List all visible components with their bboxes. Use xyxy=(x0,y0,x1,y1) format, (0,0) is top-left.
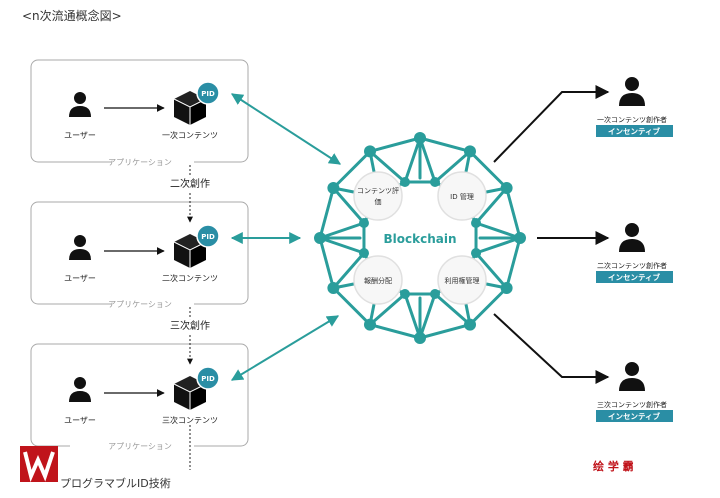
application-label: アプリケーション xyxy=(108,442,172,451)
app-row-1: ユーザー PID 一次コンテンツ xyxy=(64,81,220,140)
app-row-3: ユーザー PID 三次コンテンツ xyxy=(64,366,220,425)
app-row-2: ユーザー PID 二次コンテンツ xyxy=(64,224,220,283)
arrow-to-creator-1 xyxy=(493,85,610,163)
user-icon xyxy=(69,235,91,260)
function-circle xyxy=(353,171,403,221)
function-circle xyxy=(437,171,487,221)
pid-badge: PID xyxy=(196,224,220,248)
link-row-3 xyxy=(230,315,340,381)
content-label: 一次コンテンツ xyxy=(162,130,218,140)
user-icon xyxy=(69,92,91,117)
content-label: 二次コンテンツ xyxy=(162,273,218,283)
creation-label-tertiary: 三次創作 xyxy=(170,319,210,332)
content-label: 三次コンテンツ xyxy=(162,415,218,425)
function-label: 利用権管理 xyxy=(445,276,480,285)
blockchain-label: Blockchain xyxy=(383,232,456,246)
footer-caption: プログラマブルID技術 xyxy=(60,476,171,490)
creator-label: 一次コンテンツ創作者 xyxy=(597,115,667,124)
incentive-label: インセンティブ xyxy=(608,272,661,282)
function-circle xyxy=(437,255,487,305)
application-box-3: アプリケーション xyxy=(30,343,249,453)
function-label: コンテンツ評 xyxy=(357,186,399,195)
application-box-1: アプリケーション xyxy=(30,59,249,169)
application-box-2: アプリケーション xyxy=(30,201,249,311)
creator-icon xyxy=(619,77,645,106)
arrow-to-creator-3 xyxy=(493,313,610,384)
user-label: ユーザー xyxy=(64,131,96,140)
pid-label: PID xyxy=(201,233,215,241)
application-label: アプリケーション xyxy=(108,300,172,309)
application-label: アプリケーション xyxy=(108,158,172,167)
pid-label: PID xyxy=(201,375,215,383)
function-label: 価 xyxy=(375,197,382,206)
pid-label: PID xyxy=(201,90,215,98)
pid-blockchain-links xyxy=(230,93,342,381)
user-label: ユーザー xyxy=(64,416,96,425)
content-cube-icon xyxy=(173,91,207,125)
creator-label: 三次コンテンツ創作者 xyxy=(597,400,667,409)
diagram-title: <n次流通概念図> xyxy=(22,8,122,23)
creator-label: 二次コンテンツ創作者 xyxy=(597,261,667,270)
incentive-label: インセンティブ xyxy=(608,126,661,136)
incentive-badge xyxy=(596,271,673,283)
incentive-badge xyxy=(596,410,673,422)
creator-icon xyxy=(619,223,645,252)
pid-badge: PID xyxy=(196,366,220,390)
incentive-arrows xyxy=(493,85,610,384)
brand-logo xyxy=(20,446,58,483)
incentive-label: インセンティブ xyxy=(608,411,661,421)
user-label: ユーザー xyxy=(64,274,96,283)
user-icon xyxy=(69,377,91,402)
link-row-1 xyxy=(230,93,342,165)
incentive-badge xyxy=(596,125,673,137)
function-circle xyxy=(353,255,403,305)
creation-label-secondary: 二次創作 xyxy=(170,177,210,190)
creator-icon xyxy=(619,362,645,391)
pid-badge: PID xyxy=(196,81,220,105)
watermark: 绘 学 霸 xyxy=(593,459,634,473)
function-label: 報酬分配 xyxy=(364,276,392,285)
function-label: ID 管理 xyxy=(450,192,474,201)
